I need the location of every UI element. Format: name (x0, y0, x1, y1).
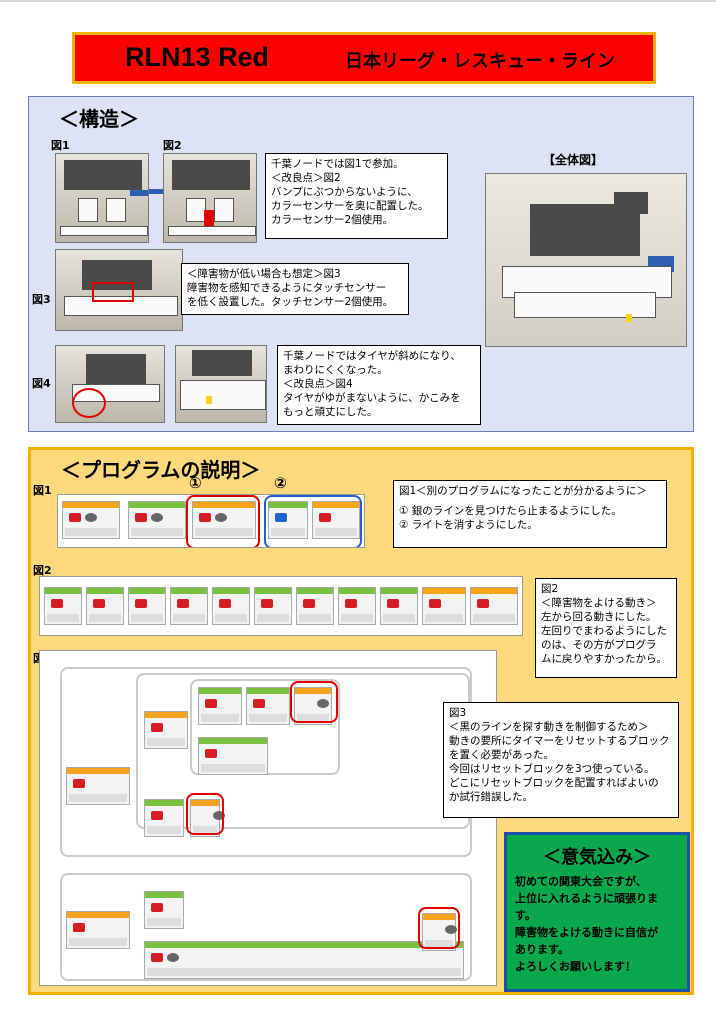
structure-panel: ＜構造＞ 図1 図2 図3 図4 【全体図】 千葉ノードでは図1で参加。 ＜改良… (28, 96, 694, 432)
top-border-line (0, 0, 716, 2)
structure-fig2-photo (163, 153, 257, 243)
team-title: RLN13 Red (125, 42, 270, 72)
structure-note-2: ＜障害物が低い場合も想定＞図3 障害物を感知できるようにタッチセンサー を低く設… (181, 263, 409, 315)
structure-fig1-label: 図1 (51, 139, 70, 152)
title-banner: RLN13 Red 日本リーグ・レスキュー・ライン (72, 32, 656, 84)
program-note-1: 図1＜別のプログラムになったことが分かるように＞ ① 銀のラインを見つけたら止ま… (393, 480, 667, 548)
program-note-2: 図2 ＜障害物をよける動き＞ 左から回る動きにした。 左回りでまわるようにした … (535, 578, 677, 678)
program-panel: ＜プログラムの説明＞ 図1 図2 図3 ① ② 図1＜別のプログラムになったこと… (28, 447, 694, 995)
highlight-light-off-block (264, 495, 362, 547)
marker-1: ① (189, 474, 202, 492)
structure-fig4-photo (55, 345, 165, 423)
enthusiasm-heading: ＜意気込み＞ (543, 847, 651, 868)
highlight-timer-reset-3 (418, 907, 460, 949)
structure-fig3-photo (55, 249, 183, 331)
program-fig2-blocks (39, 576, 523, 636)
program-fig3-blocks (39, 650, 497, 986)
enthusiasm-text: 初めての関東大会ですが、 上位に入れるように頑張りま す。 障害物をよける動きに… (515, 875, 658, 973)
highlight-silver-line-block (186, 495, 260, 547)
outer-loop-2 (60, 873, 472, 981)
marker-2: ② (274, 474, 287, 492)
structure-fig3-label: 図3 (32, 293, 51, 306)
enthusiasm-box: ＜意気込み＞ 初めての関東大会ですが、 上位に入れるように頑張りま す。 障害物… (504, 832, 690, 992)
overall-view-label: 【全体図】 (543, 153, 604, 167)
structure-heading: ＜構造＞ (59, 107, 139, 131)
program-heading: ＜プログラムの説明＞ (61, 458, 261, 482)
structure-fig2-label: 図2 (163, 139, 182, 152)
structure-note-3: 千葉ノードではタイヤが斜めになり、 まわりにくくなった。 ＜改良点＞図4 タイヤ… (277, 345, 481, 425)
program-fig1-label: 図1 (33, 484, 52, 497)
structure-arrow-connector (149, 189, 163, 194)
highlight-timer-reset-1 (290, 681, 338, 723)
overall-robot-photo (485, 173, 687, 347)
program-fig1-blocks (57, 494, 365, 548)
structure-fig4-label: 図4 (32, 377, 51, 390)
highlight-timer-reset-2 (186, 793, 224, 835)
structure-fig4-detail-photo (175, 345, 267, 423)
program-fig2-label: 図2 (33, 564, 52, 577)
program-note-3: 図3 ＜黒のラインを探す動きを制御するため＞ 動きの要所にタイマーをリセットする… (443, 702, 679, 818)
structure-note-1: 千葉ノードでは図1で参加。 ＜改良点＞図2 バンプにぶつからないように、 カラー… (265, 153, 448, 239)
structure-fig1-photo (55, 153, 149, 243)
up-arrow-icon (204, 210, 214, 226)
league-title: 日本リーグ・レスキュー・ライン (345, 51, 615, 72)
